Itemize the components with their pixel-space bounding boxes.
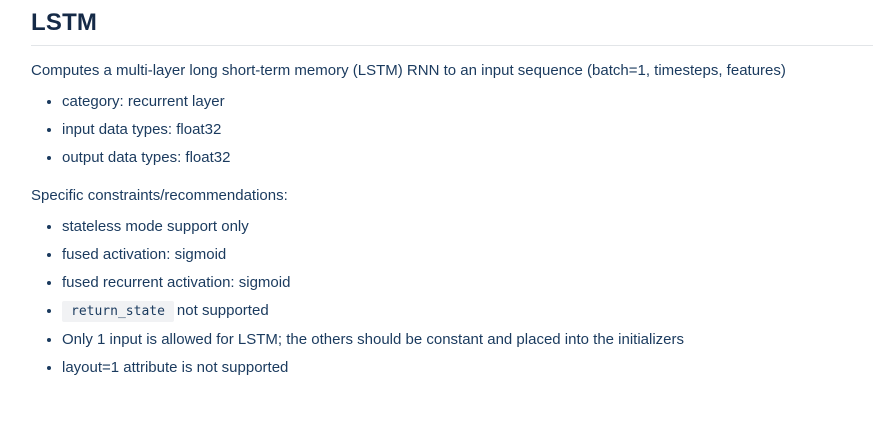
list-item: category: recurrent layer xyxy=(62,93,873,110)
list-item: output data types: float32 xyxy=(62,149,873,166)
list-item-text: not supported xyxy=(176,302,269,319)
inline-code-return-state: return_state xyxy=(62,301,174,322)
list-item: fused activation: sigmoid xyxy=(62,246,873,263)
properties-list: category: recurrent layer input data typ… xyxy=(31,93,873,166)
intro-paragraph: Computes a multi-layer long short-term m… xyxy=(31,62,786,79)
list-item: stateless mode support only xyxy=(62,218,873,235)
constraints-list: stateless mode support only fused activa… xyxy=(31,218,873,376)
constraints-heading: Specific constraints/recommendations: xyxy=(31,187,288,204)
lstm-doc-section: LSTM Computes a multi-layer long short-t… xyxy=(0,0,890,376)
list-item: Only 1 input is allowed for LSTM; the ot… xyxy=(62,331,873,348)
list-item: input data types: float32 xyxy=(62,121,873,138)
list-item: layout=1 attribute is not supported xyxy=(62,359,873,376)
title-divider xyxy=(31,45,873,46)
list-item: fused recurrent activation: sigmoid xyxy=(62,274,873,291)
page-title: LSTM xyxy=(31,9,98,36)
